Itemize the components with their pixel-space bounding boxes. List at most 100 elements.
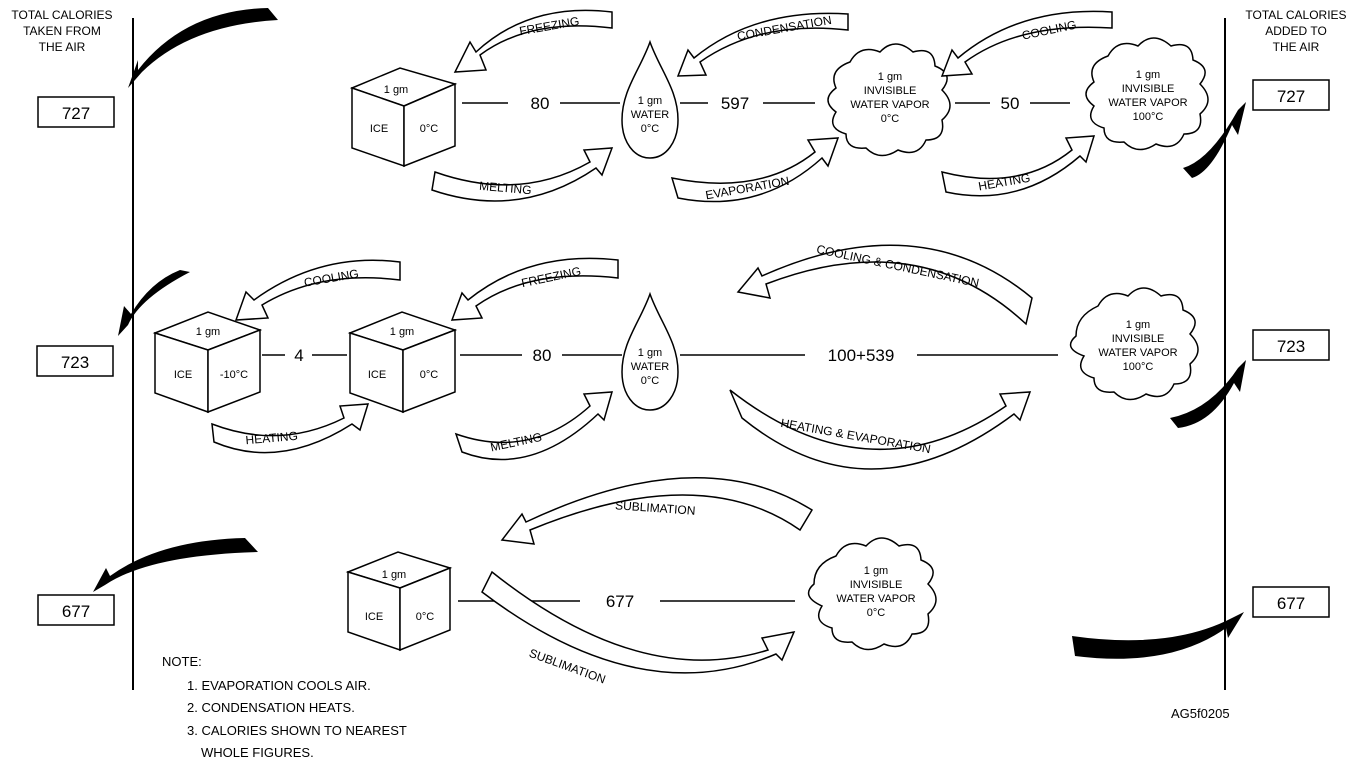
svg-text:727: 727	[62, 104, 90, 123]
heat-in-arrow-row2	[1170, 360, 1246, 428]
svg-text:0°C: 0°C	[420, 123, 439, 135]
row2-ice-cube-0c: 1 gm ICE 0°C	[347, 311, 458, 414]
svg-text:1 gm: 1 gm	[638, 95, 662, 107]
svg-text:WATER VAPOR: WATER VAPOR	[836, 593, 915, 605]
row1-arrow-cooling: COOLING	[940, 10, 1113, 77]
svg-text:0°C: 0°C	[641, 375, 660, 387]
row2-value-100-539: 100+539	[828, 346, 895, 365]
svg-text:ICE: ICE	[174, 369, 192, 381]
left-header-line2: TAKEN FROM	[23, 24, 101, 38]
svg-text:1 gm: 1 gm	[878, 71, 902, 83]
svg-text:SUBLIMATION: SUBLIMATION	[615, 498, 696, 518]
svg-text:677: 677	[62, 602, 90, 621]
row2-vapor-cloud-100c: 1 gm INVISIBLE WATER VAPOR 100°C	[1069, 287, 1199, 401]
row2-arrow-heating: HEATING	[211, 403, 370, 454]
right-total-677: 677	[1252, 586, 1330, 618]
row1-arrow-freezing: FREEZING	[453, 9, 613, 73]
row2-value-80: 80	[533, 346, 552, 365]
left-header: TOTAL CALORIES TAKEN FROM THE AIR	[11, 8, 112, 54]
row3-arrow-sublimation-top: SUBLIMATION	[500, 477, 814, 545]
svg-text:WATER VAPOR: WATER VAPOR	[1108, 97, 1187, 109]
svg-text:0°C: 0°C	[420, 369, 439, 381]
row1-arrow-heating: HEATING	[941, 135, 1096, 197]
right-header: TOTAL CALORIES ADDED TO THE AIR	[1245, 8, 1346, 54]
svg-text:WATER: WATER	[631, 361, 670, 373]
row1-arrow-evaporation: EVAPORATION	[670, 137, 840, 202]
row1-value-80: 80	[531, 94, 550, 113]
row1-arrow-condensation: CONDENSATION	[676, 12, 849, 77]
svg-text:723: 723	[61, 353, 89, 372]
svg-text:WATER VAPOR: WATER VAPOR	[1098, 347, 1177, 359]
row2-arrow-melting: MELTING	[454, 391, 614, 461]
heat-in-arrow-row1	[1183, 102, 1246, 178]
heat-out-arrow-row1	[128, 8, 278, 88]
svg-text:INVISIBLE: INVISIBLE	[850, 579, 903, 591]
svg-text:1 gm: 1 gm	[384, 84, 408, 96]
right-header-line2: ADDED TO	[1265, 24, 1327, 38]
right-total-723: 723	[1252, 329, 1330, 361]
right-total-727: 727	[1252, 79, 1330, 111]
left-header-line1: TOTAL CALORIES	[11, 8, 112, 22]
note-item-3: 3. CALORIES SHOWN TO NEAREST	[187, 723, 407, 738]
svg-text:0°C: 0°C	[867, 607, 886, 619]
row2-value-4: 4	[294, 346, 303, 365]
row3-value-677: 677	[606, 592, 634, 611]
row3-vapor-cloud-0c: 1 gm INVISIBLE WATER VAPOR 0°C	[807, 537, 937, 651]
svg-text:INVISIBLE: INVISIBLE	[1112, 333, 1165, 345]
svg-text:WATER VAPOR: WATER VAPOR	[850, 99, 929, 111]
row3-arrow-sublimation-bottom: SUBLIMATION	[481, 570, 796, 687]
note-title: NOTE:	[162, 654, 202, 669]
svg-text:677: 677	[1277, 594, 1305, 613]
figure-id: AG5f0205	[1171, 706, 1230, 721]
svg-text:1 gm: 1 gm	[382, 569, 406, 581]
row2-water-drop: 1 gm WATER 0°C	[621, 291, 679, 411]
row1-vapor-cloud-0c: 1 gm INVISIBLE WATER VAPOR 0°C	[827, 43, 951, 157]
svg-text:1 gm: 1 gm	[390, 326, 414, 338]
row1-value-50: 50	[1001, 94, 1020, 113]
svg-text:ICE: ICE	[368, 369, 386, 381]
svg-text:723: 723	[1277, 337, 1305, 356]
note-item-2: 2. CONDENSATION HEATS.	[187, 700, 355, 715]
row2-arrow-heating-evaporation: HEATING & EVAPORATION	[729, 389, 1032, 470]
row3-ice-cube: 1 gm ICE 0°C	[345, 551, 453, 652]
row1-value-597: 597	[721, 94, 749, 113]
row1-arrow-melting: MELTING	[431, 147, 614, 202]
heat-out-arrow-row3	[93, 538, 258, 592]
svg-text:0°C: 0°C	[881, 113, 900, 125]
left-total-677: 677	[37, 594, 115, 626]
svg-text:ICE: ICE	[365, 611, 383, 623]
svg-text:1 gm: 1 gm	[1136, 69, 1160, 81]
row2-arrow-cooling-condensation: COOLING & CONDENSATION	[736, 242, 1033, 326]
svg-text:WATER: WATER	[631, 109, 670, 121]
left-total-727: 727	[37, 96, 115, 128]
svg-text:HEATING: HEATING	[245, 429, 298, 448]
svg-text:1 gm: 1 gm	[638, 347, 662, 359]
left-total-723: 723	[36, 345, 114, 377]
row2-arrow-freezing: FREEZING	[450, 257, 619, 321]
right-header-line1: TOTAL CALORIES	[1245, 8, 1346, 22]
row1-water-drop: 1 gm WATER 0°C	[621, 39, 679, 159]
row2-ice-cube-minus10: 1 gm ICE -10°C	[152, 311, 263, 414]
row2-arrow-cooling: COOLING	[234, 259, 401, 321]
right-header-line3: THE AIR	[1273, 40, 1320, 54]
svg-text:727: 727	[1277, 87, 1305, 106]
row1-vapor-cloud-100c: 1 gm INVISIBLE WATER VAPOR 100°C	[1085, 37, 1209, 151]
svg-text:0°C: 0°C	[641, 123, 660, 135]
heat-in-arrow-row3	[1072, 612, 1244, 659]
svg-text:0°C: 0°C	[416, 611, 435, 623]
svg-text:INVISIBLE: INVISIBLE	[1122, 83, 1175, 95]
svg-text:1 gm: 1 gm	[864, 565, 888, 577]
svg-text:ICE: ICE	[370, 123, 388, 135]
svg-text:100°C: 100°C	[1133, 111, 1164, 123]
svg-text:MELTING: MELTING	[479, 179, 532, 198]
note-item-1: 1. EVAPORATION COOLS AIR.	[187, 678, 371, 693]
svg-text:1 gm: 1 gm	[1126, 319, 1150, 331]
svg-text:1 gm: 1 gm	[196, 326, 220, 338]
note-item-3-cont: WHOLE FIGURES.	[201, 745, 314, 760]
row1-ice-cube: 1 gm ICE 0°C	[349, 67, 458, 168]
svg-text:INVISIBLE: INVISIBLE	[864, 85, 917, 97]
svg-text:-10°C: -10°C	[220, 369, 248, 381]
note-block: NOTE: 1. EVAPORATION COOLS AIR. 2. CONDE…	[162, 654, 407, 760]
left-header-line3: THE AIR	[39, 40, 86, 54]
